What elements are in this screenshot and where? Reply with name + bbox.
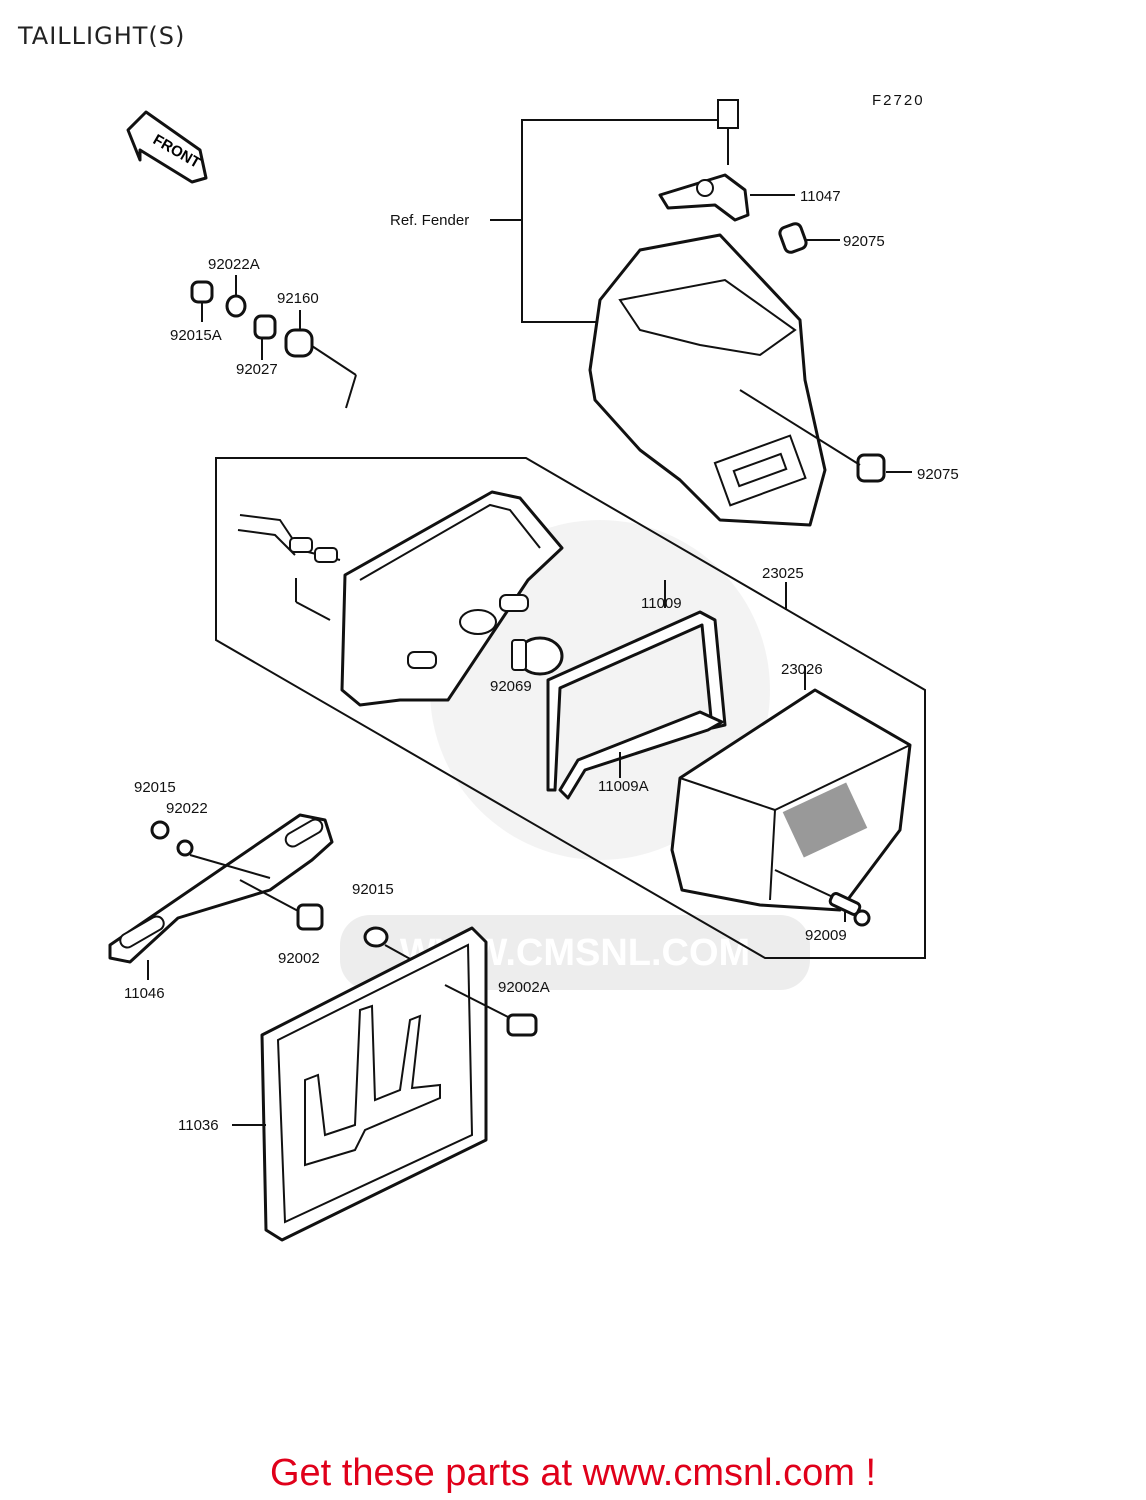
callout-labels: Ref. Fender 11047 92075 92075 92022A 920… — [124, 188, 959, 1134]
license-plate-holder — [232, 926, 538, 1242]
callout-11009A: 11009A — [598, 778, 649, 795]
callout-11046: 11046 — [124, 985, 165, 1002]
callout-92002A: 92002A — [498, 979, 550, 996]
small-parts-group — [190, 275, 357, 409]
lens-pattern — [782, 782, 868, 858]
callout-92015A: 92015A — [170, 327, 222, 344]
callout-92027: 92027 — [236, 361, 278, 378]
callout-92022A: 92022A — [208, 256, 260, 273]
taillight-assembly — [215, 457, 926, 959]
callout-ref-fender: Ref. Fender — [390, 212, 469, 229]
callout-11036: 11036 — [178, 1117, 219, 1134]
callout-92075-upper: 92075 — [843, 233, 885, 250]
callout-92002: 92002 — [278, 950, 320, 967]
footer-link[interactable]: Get these parts at www.cmsnl.com ! — [269, 1452, 877, 1494]
callout-92015-center: 92015 — [352, 881, 394, 898]
callout-92022: 92022 — [166, 800, 208, 817]
page-title: TAILLIGHT(S) — [18, 22, 186, 50]
callout-92069: 92069 — [490, 678, 532, 695]
callout-92075-lower: 92075 — [917, 466, 959, 483]
callout-23026: 23026 — [781, 661, 823, 678]
callout-92160: 92160 — [277, 290, 319, 307]
license-bracket — [108, 813, 334, 980]
callout-11047: 11047 — [800, 188, 841, 205]
callout-92009: 92009 — [805, 927, 847, 944]
callout-92015-left: 92015 — [134, 779, 176, 796]
callout-23025: 23025 — [762, 565, 804, 582]
figure-code: F2720 — [872, 92, 925, 109]
fender-group — [490, 99, 912, 527]
callout-11009: 11009 — [641, 595, 682, 612]
front-arrow-icon: FRONT — [126, 110, 208, 184]
